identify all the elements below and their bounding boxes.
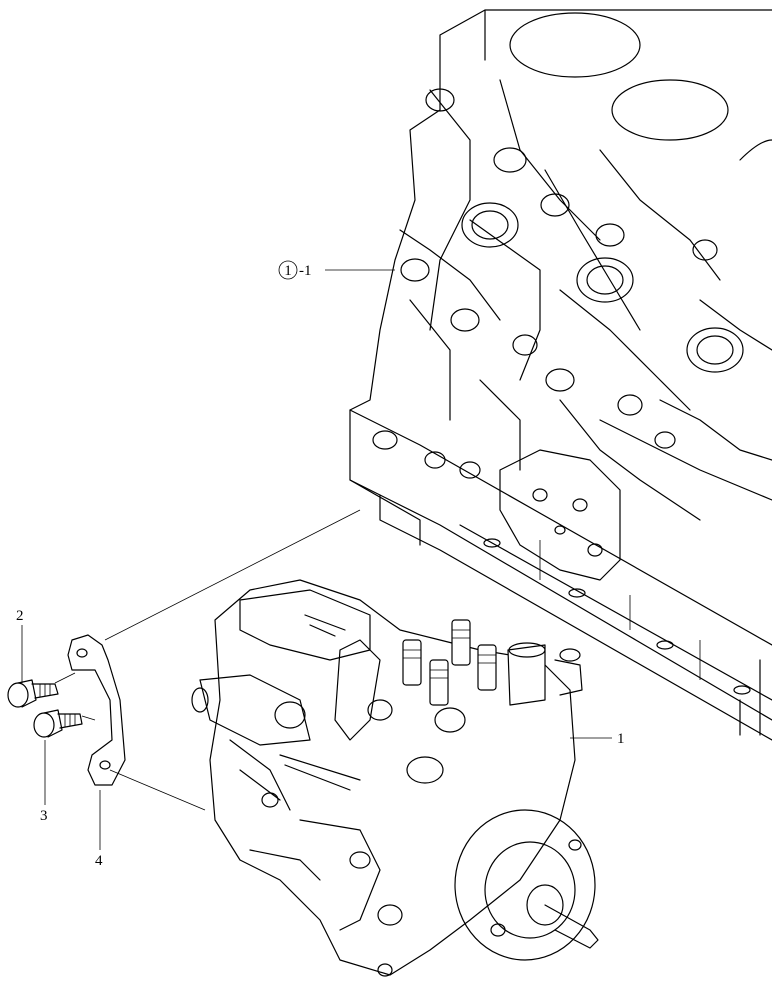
callout-pump: 1: [617, 731, 625, 747]
callout-block-ref: 1 -1: [278, 260, 312, 280]
bolt-3: [33, 709, 83, 738]
callout-block-ref-number: 1: [284, 263, 292, 279]
bolt-2: [7, 679, 59, 708]
bracket: [67, 634, 126, 786]
injection-pump: [191, 579, 599, 977]
leader-lines: [21, 269, 612, 850]
callout-bolt-3: 3: [40, 808, 48, 824]
engine-block: [349, 9, 772, 741]
callout-bolt-2: 2: [16, 608, 24, 624]
delivery-valve-holders: [402, 619, 497, 706]
callout-block-ref-suffix: -1: [299, 263, 312, 279]
drive-flange: [454, 809, 599, 961]
callout-bracket: 4: [95, 853, 103, 869]
